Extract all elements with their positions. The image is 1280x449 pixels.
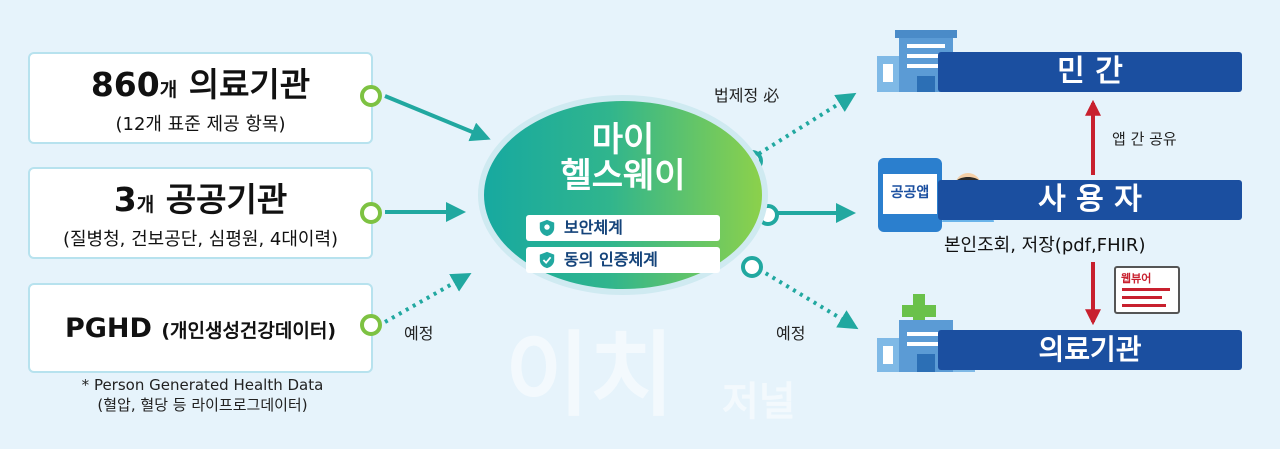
shield-icon: [539, 251, 555, 269]
pghd-note: * Person Generated Health Data (혈압, 혈당 등…: [30, 376, 375, 415]
arrow-hospitals: [384, 94, 491, 142]
consent-pill: 동의 인증체계: [526, 247, 720, 273]
source-sub: (개인생성건강데이터): [161, 320, 337, 342]
arrow-pghd: [384, 273, 472, 324]
pghd-note-line1: * Person Generated Health Data: [81, 376, 324, 394]
source-sub: (질병청, 건보공단, 심평원, 4대이력): [62, 229, 339, 250]
web-viewer-icon: 웹뷰어: [1114, 266, 1180, 314]
pghd-note-line2: (혈압, 혈당 등 라이프로그데이터): [97, 396, 308, 414]
viewer-line: [1122, 296, 1162, 299]
consent-pill-label: 동의 인증체계: [564, 250, 658, 269]
source-name: PGHD: [64, 313, 152, 344]
target-user: 사 용 자: [938, 180, 1242, 220]
source-name: 공공기관: [154, 180, 288, 219]
target-hospital-label: 의료기관: [1038, 333, 1142, 366]
viewer-line: [1122, 288, 1170, 291]
public-app-icon: 공공앱: [878, 158, 942, 232]
security-pill: 보안체계: [526, 215, 720, 241]
security-pill-label: 보안체계: [564, 218, 623, 237]
source-unit: 개: [159, 79, 178, 101]
source-sub: (12개 표준 제공 항목): [115, 114, 286, 135]
viewer-line: [1122, 304, 1166, 307]
shield-icon: [539, 219, 555, 237]
watermark-sub: 저널: [722, 379, 796, 425]
source-box-hospitals: 860개 의료기관 (12개 표준 제공 항목): [28, 52, 373, 144]
source-box-public: 3개 공공기관 (질병청, 건보공단, 심평원, 4대이력): [28, 167, 373, 259]
target-private-label: 민 간: [1057, 54, 1123, 89]
target-user-label: 사 용 자: [1038, 182, 1142, 217]
hub-title-line2: 헬스웨이: [560, 156, 686, 196]
source-box-pghd: PGHD (개인생성건강데이터): [28, 283, 373, 373]
law-required-label: 법제정 必: [714, 86, 780, 105]
public-app-label: 공공앱: [890, 185, 930, 201]
source-unit: 개: [136, 194, 155, 216]
app-share-label: 앱 간 공유: [1112, 130, 1177, 148]
hub-title-line1: 마이: [591, 120, 655, 160]
app-screen: [883, 174, 937, 214]
user-sub-label: 본인조회, 저장(pdf,FHIR): [944, 235, 1146, 256]
target-private: 민 간: [938, 52, 1242, 92]
web-viewer-label: 웹뷰어: [1118, 270, 1155, 286]
connector-dot: [741, 256, 763, 278]
connector-dot: [360, 314, 382, 336]
source-count: 860: [90, 65, 160, 104]
source-count: 3: [113, 180, 137, 219]
hospital-planned-label: 예정: [776, 324, 806, 343]
watermark-main: 이치: [505, 322, 675, 429]
pghd-planned-label: 예정: [404, 324, 434, 343]
connector-dot: [360, 85, 382, 107]
connector-dot: [360, 202, 382, 224]
myhealthway-hub: 마이 헬스웨이 보안체계 동의 인증체계: [478, 95, 768, 295]
arrow-hospital-target: [750, 263, 859, 330]
source-name: 의료기관: [177, 65, 311, 104]
target-hospital: 의료기관: [938, 330, 1242, 370]
